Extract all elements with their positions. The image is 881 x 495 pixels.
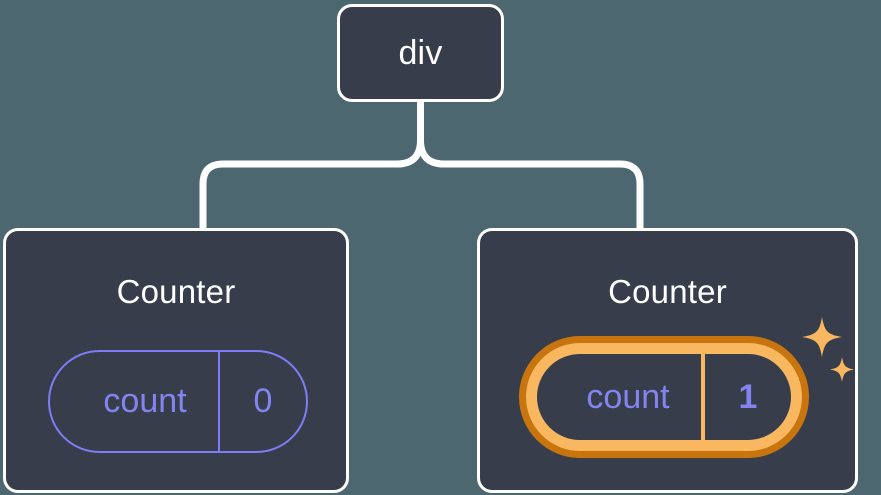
- state-key-label: count: [103, 382, 187, 420]
- state-pill-count-left[interactable]: count 0: [48, 350, 308, 453]
- connector-right-branch: [417, 97, 644, 232]
- state-pill-count-right: count 1: [526, 343, 802, 451]
- counter-left-title: Counter: [116, 273, 236, 310]
- state-value-label: 0: [253, 382, 273, 420]
- node-div[interactable]: div: [337, 4, 504, 102]
- state-pill-divider: [701, 354, 705, 440]
- state-key-label: count: [586, 377, 670, 416]
- node-counter-left[interactable]: Counter count 0: [3, 228, 349, 493]
- state-pill-divider: [218, 352, 220, 451]
- counter-right-title: Counter: [608, 273, 727, 310]
- state-value-label: 1: [738, 377, 758, 416]
- state-pill-count-right-highlight[interactable]: count 1: [519, 336, 809, 458]
- connector-left-branch: [199, 97, 424, 232]
- node-div-label: div: [398, 34, 443, 72]
